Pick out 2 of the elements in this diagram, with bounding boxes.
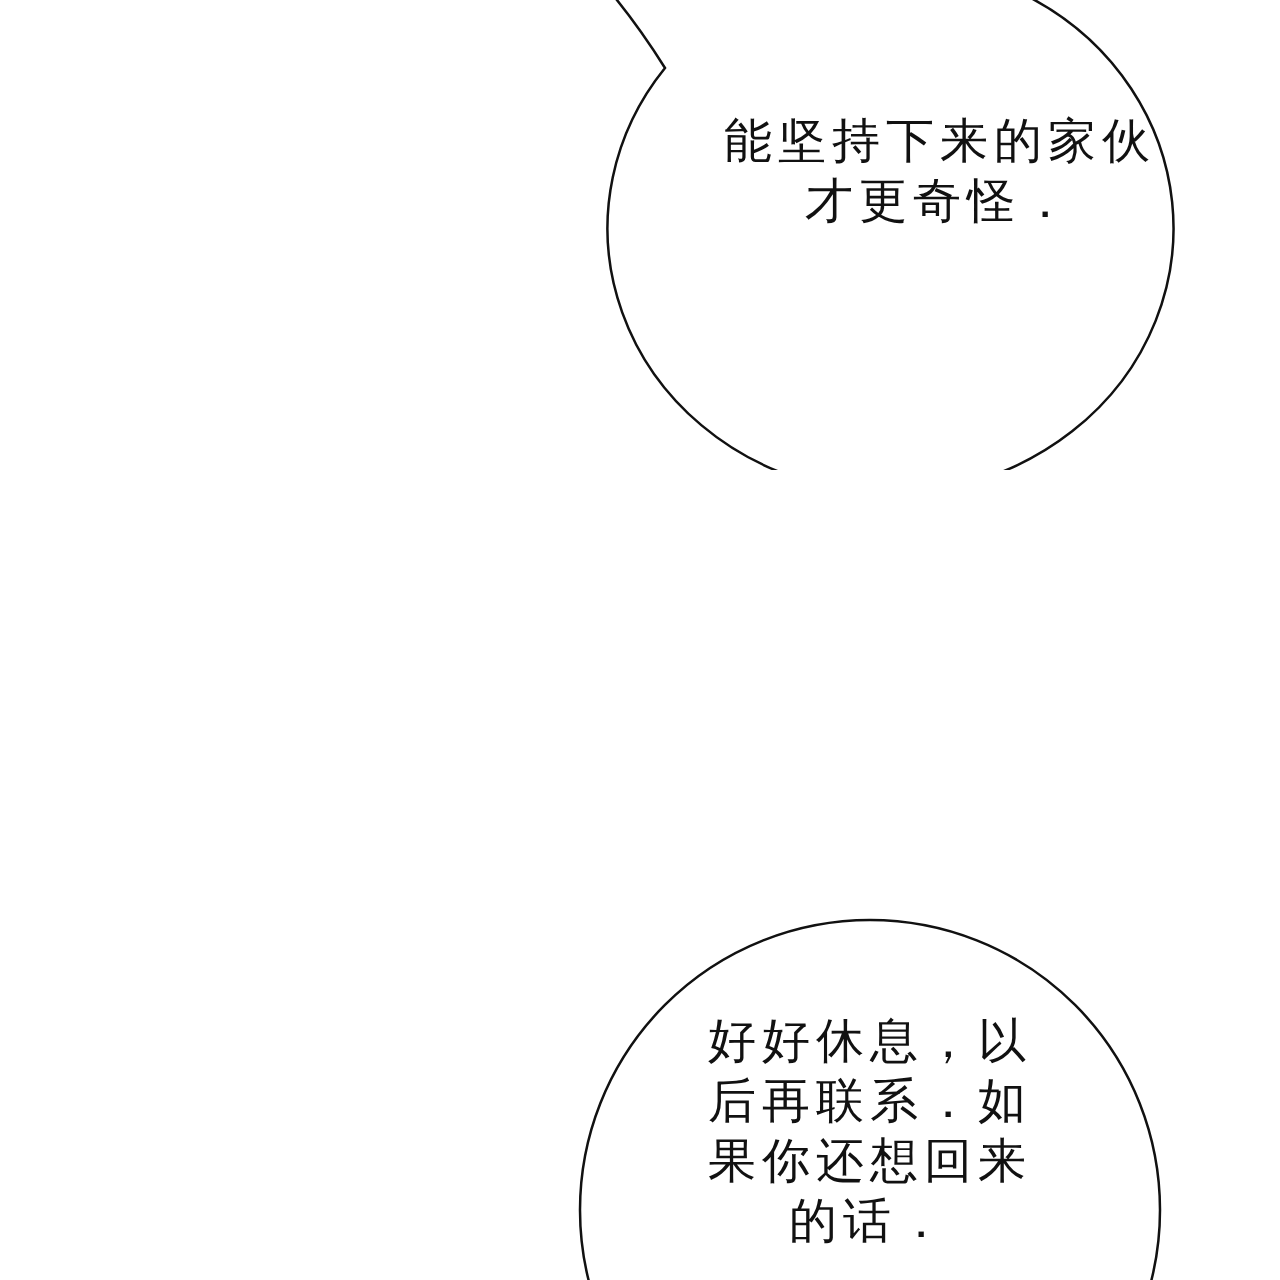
speech-text: 好好休息，以后再联系．如果你还想回来的话． <box>707 1011 1033 1250</box>
speech-text: 能坚持下来的家伙才更奇怪． <box>723 111 1157 230</box>
